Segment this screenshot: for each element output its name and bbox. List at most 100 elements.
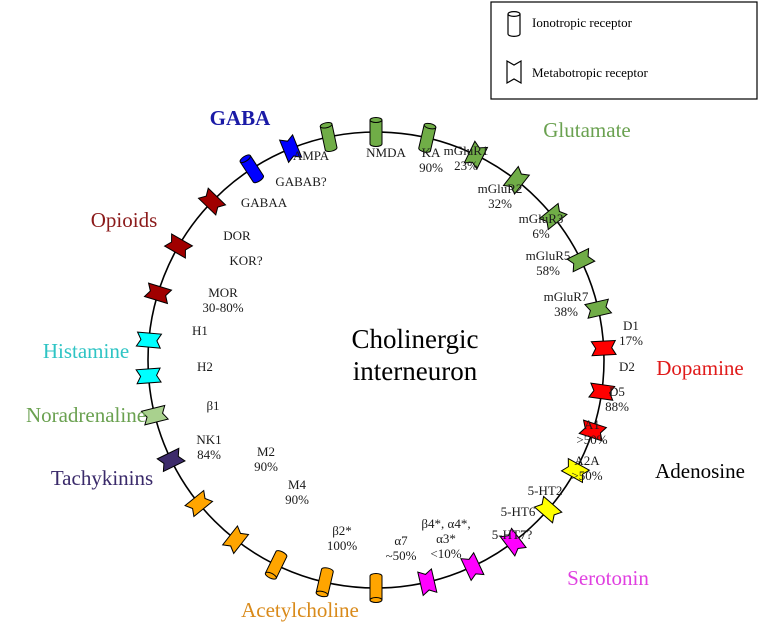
receptor-12 — [533, 495, 563, 524]
family-label-noradrenaline: Noradrenaline — [26, 403, 146, 427]
receptor-label-18-0: β2* — [332, 523, 352, 538]
receptor-label-16-2: <10% — [430, 546, 461, 561]
receptor-label-27-0: DOR — [223, 228, 251, 243]
receptor-label-21-1: 84% — [197, 447, 221, 462]
receptor-14 — [460, 551, 485, 582]
receptor-layer — [135, 117, 617, 603]
receptor-7 — [583, 298, 613, 319]
receptor-label-10-0: D5 — [609, 384, 625, 399]
metabotropic-legend-icon — [506, 59, 522, 85]
family-label-histamine: Histamine — [43, 339, 129, 363]
receptor-label-12-1: >50% — [571, 468, 602, 483]
receptor-28 — [239, 154, 265, 184]
receptor-label-25-0: MOR — [208, 285, 238, 300]
metabotropic-receptor-icon — [135, 331, 163, 349]
receptor-label-8-0: D1 — [623, 318, 639, 333]
ionotropic-receptor-cap — [319, 122, 333, 129]
receptor-15 — [417, 567, 438, 597]
receptor-label-3-0: mGluR1 — [444, 143, 489, 158]
ionotropic-receptor-icon — [264, 550, 288, 579]
receptor-18 — [264, 550, 288, 580]
receptor-label-5-0: mGluR3 — [519, 211, 564, 226]
receptor-label-9-0: D2 — [619, 359, 635, 374]
receptor-label-7-0: mGluR7 — [544, 289, 589, 304]
family-label-layer: GABA GlutamateOpioidsHistamineNoradrenali… — [26, 106, 745, 622]
receptor-label-0-0: AMPA — [293, 148, 330, 163]
family-label-glutamate: Glutamate — [543, 118, 630, 142]
receptor-label-20-1: 90% — [254, 459, 278, 474]
ionotropic-receptor-icon — [418, 124, 437, 153]
receptor-label-16-1: α3* — [436, 531, 456, 546]
receptor-3 — [463, 140, 489, 170]
metabotropic-receptor-icon — [566, 247, 596, 273]
ionotropic-receptor-icon — [369, 573, 383, 600]
receptor-29 — [278, 133, 303, 164]
receptor-1 — [369, 117, 383, 147]
metabotropic-receptor-icon — [578, 419, 608, 442]
receptor-label-18-1: 100% — [327, 538, 358, 553]
receptor-label-26-0: KOR? — [229, 253, 262, 268]
metabotropic-receptor-icon — [417, 567, 438, 597]
receptor-label-14-0: 5-HT6 — [501, 504, 536, 519]
ionotropic-receptor-cap — [264, 571, 277, 580]
receptor-label-6-1: 58% — [536, 263, 560, 278]
receptor-label-17-1: ~50% — [386, 548, 417, 563]
metabotropic-receptor-icon — [163, 233, 194, 259]
receptor-5 — [538, 202, 568, 231]
family-label-adenosine: Adenosine — [655, 459, 745, 483]
receptor-16 — [369, 573, 383, 603]
receptor-label-17-0: α7 — [394, 533, 408, 548]
ionotropic-receptor-icon — [319, 123, 338, 152]
ionotropic-receptor-cap — [239, 154, 251, 164]
metabotropic-receptor-icon — [560, 457, 591, 484]
receptor-label-12-0: A2A — [574, 453, 600, 468]
receptor-25 — [143, 282, 173, 305]
ionotropic-legend-label: Ionotropic receptor — [532, 15, 633, 30]
family-label-gaba: GABA — [210, 106, 272, 130]
receptor-20 — [184, 489, 214, 518]
receptor-label-11-1: >50% — [576, 432, 607, 447]
receptor-10 — [578, 419, 608, 442]
family-label-opioids: Opioids — [91, 208, 158, 232]
receptor-label-10-1: 88% — [605, 399, 629, 414]
receptor-17 — [315, 567, 334, 598]
metabotropic-receptor-icon — [463, 140, 489, 170]
family-label-acetylcholine: Acetylcholine — [241, 598, 359, 622]
receptor-label-16-0: β4*, α4*, — [421, 516, 470, 531]
receptor-13 — [499, 527, 527, 557]
receptor-0 — [319, 122, 338, 152]
ionotropic-receptor-cap — [423, 122, 437, 130]
receptor-label-19-0: M4 — [288, 477, 307, 492]
receptor-label-2-1: 90% — [419, 160, 443, 175]
ionotropic-receptor-icon — [315, 567, 334, 596]
receptor-22 — [140, 404, 170, 426]
receptor-label-7-1: 38% — [554, 304, 578, 319]
receptor-19 — [221, 524, 250, 555]
receptor-label-3-1: 23% — [454, 158, 478, 173]
receptor-label-2-0: KA — [422, 145, 441, 160]
metabotropic-receptor-icon — [590, 339, 617, 357]
metabotropic-receptor-icon — [143, 282, 173, 305]
metabotropic-receptor-icon — [135, 367, 162, 385]
metabotropic-receptor-icon — [538, 202, 568, 231]
metabotropic-legend-label: Metabotropic receptor — [532, 65, 649, 80]
family-label-dopamine: Dopamine — [656, 356, 743, 380]
receptor-label-22-0: β1 — [206, 398, 219, 413]
receptor-8 — [590, 339, 617, 357]
receptor-label-4-0: mGluR2 — [478, 181, 523, 196]
family-label-serotonin: Serotonin — [567, 566, 649, 590]
receptor-label-6-0: mGluR5 — [526, 248, 571, 263]
receptor-label-25-1: 30-80% — [202, 300, 243, 315]
ionotropic-receptor-cap — [315, 590, 329, 598]
metabotropic-receptor-icon — [156, 447, 186, 473]
receptor-label-24-0: H1 — [192, 323, 208, 338]
ionotropic-legend-icon — [507, 11, 521, 37]
center-label-line-1: Cholinergic — [352, 324, 479, 354]
metabotropic-receptor-icon — [140, 404, 170, 426]
receptor-27 — [197, 187, 227, 216]
metabotropic-receptor-icon — [221, 524, 250, 555]
receptor-6 — [566, 247, 596, 273]
metabotropic-receptor-icon — [499, 527, 527, 557]
